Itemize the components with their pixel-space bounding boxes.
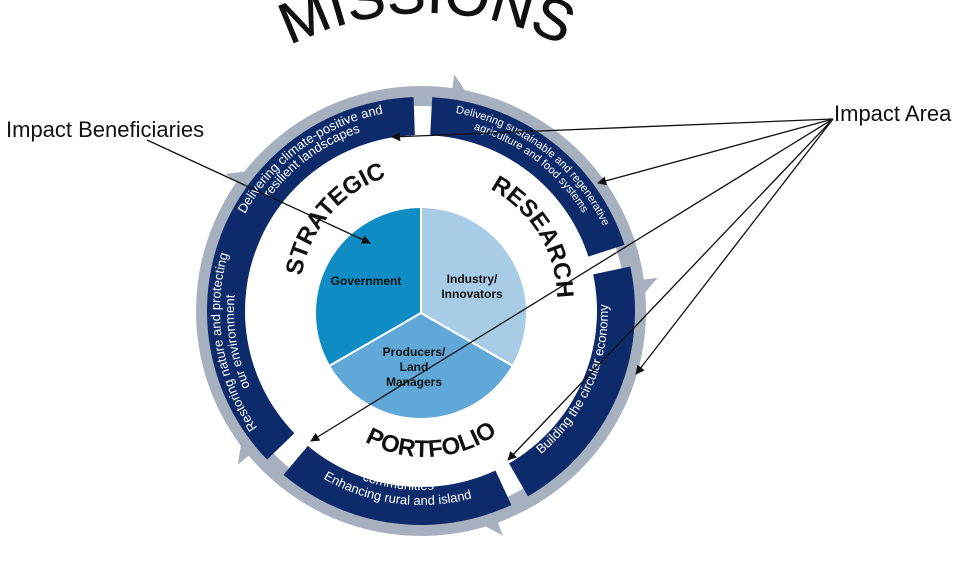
impact-area-label: Impact Area bbox=[834, 101, 952, 126]
beneficiary-3-line-1: Producers/ bbox=[383, 345, 446, 359]
title: MISSIONS bbox=[270, 0, 584, 57]
beneficiary-1-line-1: Government bbox=[331, 274, 402, 288]
beneficiary-2-line-1: Industry/ bbox=[447, 272, 498, 286]
cycle-arrow-5 bbox=[196, 169, 267, 459]
beneficiary-3-line-2: Land bbox=[400, 360, 429, 374]
pie-slice-2 bbox=[420, 205, 528, 368]
beneficiary-label-2: Industry/Innovators bbox=[441, 272, 503, 301]
impact-area-segment-3 bbox=[509, 266, 636, 497]
impact-area-ring bbox=[207, 97, 636, 525]
impact-area-segment-1 bbox=[219, 97, 415, 251]
impact-beneficiaries-label: Impact Beneficiaries bbox=[6, 117, 205, 142]
impact-area-pointer-2 bbox=[597, 118, 834, 186]
impact-area-segment-2 bbox=[430, 97, 625, 257]
impact-area-pointer-1 bbox=[391, 118, 834, 142]
beneficiary-pie bbox=[314, 205, 528, 420]
impact-area-pointer-4 bbox=[507, 118, 834, 461]
impact-area-pointer-3 bbox=[635, 118, 834, 375]
impact-area-segment-5 bbox=[207, 220, 295, 460]
beneficiary-label-1: Government bbox=[331, 274, 402, 288]
pie-slice-3 bbox=[327, 311, 515, 420]
callout-arrows bbox=[146, 118, 834, 461]
pie-slice-1 bbox=[314, 205, 422, 368]
impact-area-segment-4 bbox=[283, 445, 512, 525]
beneficiary-labels: Government Industry/InnovatorsProducers/L… bbox=[331, 272, 503, 389]
beneficiaries-pointer bbox=[146, 139, 371, 244]
beneficiary-2-line-2: Innovators bbox=[441, 287, 503, 301]
impact-area-pointer-5 bbox=[310, 118, 834, 442]
title-text: MISSIONS bbox=[269, 0, 584, 57]
